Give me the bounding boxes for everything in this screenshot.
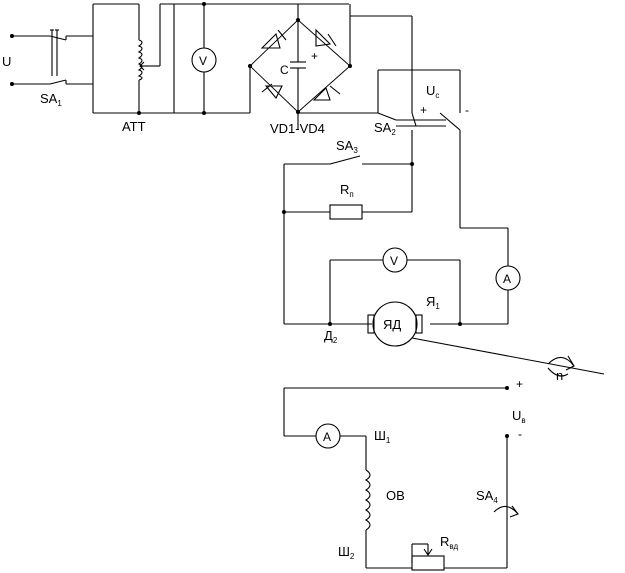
primary-wiring — [92, 3, 140, 114]
dc-output-wiring — [297, 15, 461, 130]
ub-minus: - — [518, 427, 522, 441]
voltmeter-armature-symbol: V — [390, 254, 398, 268]
sa1-label: SA1 — [40, 91, 62, 108]
resistor-rp — [282, 164, 412, 324]
voltmeter-input: V — [191, 47, 217, 73]
ammeter-field: A — [315, 423, 341, 449]
rvd-label: Rвд — [440, 534, 459, 551]
capacitor-plus: + — [311, 49, 318, 63]
uc-minus: - — [465, 103, 469, 117]
att-label: АТТ — [122, 119, 146, 134]
capacitor-label: C — [280, 63, 289, 77]
ammeter-armature-symbol: A — [503, 272, 511, 286]
ub-label: Uв — [512, 408, 526, 425]
switch-sa4 — [493, 505, 519, 518]
input-terminals — [10, 34, 50, 86]
ya1-label: Я1 — [426, 294, 440, 311]
rheostat-rvd — [411, 543, 445, 571]
sa3-label: SA3 — [336, 138, 358, 155]
ammeter-armature: A — [495, 265, 521, 291]
ov-label: ОВ — [386, 488, 405, 503]
switch-sa2 — [377, 112, 461, 228]
diode-vd4 — [312, 86, 331, 101]
field-winding-ov — [364, 469, 371, 531]
ub-plus: + — [516, 377, 523, 391]
voltmeter-armature: V — [382, 247, 408, 273]
switch-sa1 — [49, 29, 93, 85]
diode-vd1 — [260, 32, 281, 49]
rectifier-bridge — [248, 4, 352, 114]
autotransformer-att — [137, 4, 161, 115]
u-input-label: U — [2, 54, 11, 69]
ammeter-field-symbol: A — [323, 430, 331, 444]
sa4-label: SA4 — [476, 488, 498, 505]
voltmeter-input-symbol: V — [199, 54, 207, 68]
sh1-label: Ш1 — [374, 428, 391, 445]
d2-label: Д2 — [324, 328, 338, 345]
motor-yad: ЯД — [367, 301, 423, 347]
uc-label: Uc — [426, 83, 439, 100]
field-circuit — [283, 386, 509, 569]
att-output-bus — [139, 2, 349, 115]
sh2-label: Ш2 — [338, 544, 355, 561]
rp-label: Rп — [340, 182, 354, 199]
motor-shaft — [411, 337, 605, 377]
diode-vd3 — [264, 85, 283, 99]
uc-plus: + — [420, 103, 427, 117]
motor-label: ЯД — [383, 317, 401, 332]
switch-sa3 — [284, 155, 414, 212]
armature-circuit — [284, 227, 509, 326]
diode-vd2 — [315, 28, 332, 47]
speed-label: n — [556, 368, 563, 383]
sa2-label: SA2 — [374, 120, 396, 137]
